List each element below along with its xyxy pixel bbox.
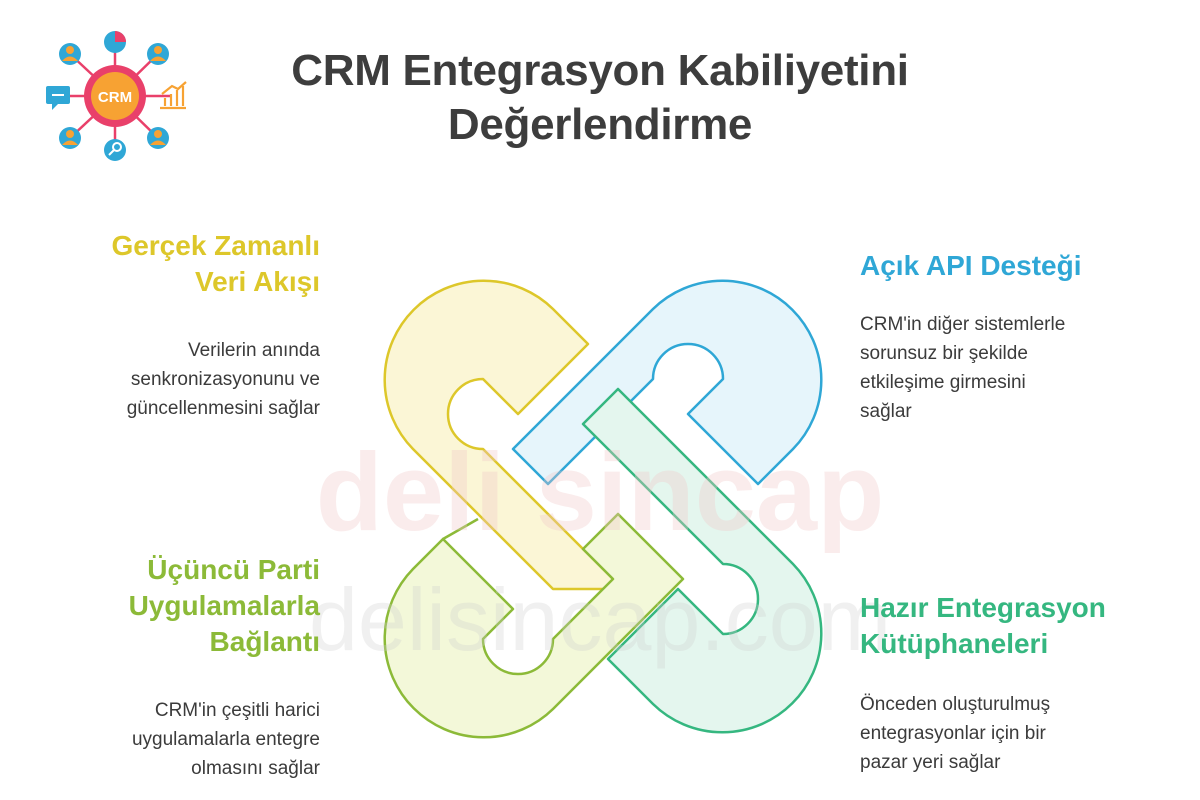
item-title: Gerçek Zamanlı Veri Akışı	[111, 230, 320, 297]
search-icon	[104, 139, 126, 161]
item-title: Hazır Entegrasyon Kütüphaneleri	[860, 592, 1106, 659]
item-title: Üçüncü Parti Uygulamalarla Bağlantı	[128, 554, 320, 657]
item-title: Açık API Desteği	[860, 250, 1082, 281]
chat-icon	[46, 86, 70, 110]
user-icon	[59, 43, 81, 65]
crm-logo-icon: CRM	[46, 31, 187, 161]
chain-link-green	[581, 387, 823, 734]
bar-chart-icon	[160, 81, 187, 110]
item-real-time-data: Gerçek Zamanlı Veri Akışı Verilerin anın…	[40, 228, 320, 423]
item-open-api: Açık API Desteği CRM'in diğer sistemlerl…	[860, 248, 1160, 426]
item-description: Verilerin anında senkronizasyonunu ve gü…	[126, 340, 320, 419]
user-icon	[59, 127, 81, 149]
user-icon	[147, 127, 169, 149]
item-description: CRM'in diğer sistemlerle sorunsuz bir şe…	[860, 314, 1066, 422]
chain-link-blue	[511, 279, 823, 486]
item-description: CRM'in çeşitli harici uygulamalarla ente…	[131, 700, 320, 779]
item-integration-libraries: Hazır Entegrasyon Kütüphaneleri Önceden …	[860, 590, 1160, 777]
title-line-1: CRM Entegrasyon Kabiliyetini	[291, 46, 909, 95]
item-third-party: Üçüncü Parti Uygulamalarla Bağlantı CRM'…	[40, 552, 320, 783]
page-title: CRM Entegrasyon Kabiliyetini Değerlendir…	[240, 44, 960, 152]
title-line-2: Değerlendirme	[447, 100, 753, 149]
user-icon	[147, 43, 169, 65]
item-description: Önceden oluşturulmuş entegrasyonlar için…	[860, 694, 1051, 773]
logo-label: CRM	[98, 89, 132, 106]
chain-link-yellow	[383, 279, 625, 591]
chain-link-lime	[383, 512, 685, 739]
pie-chart-icon	[104, 31, 126, 53]
